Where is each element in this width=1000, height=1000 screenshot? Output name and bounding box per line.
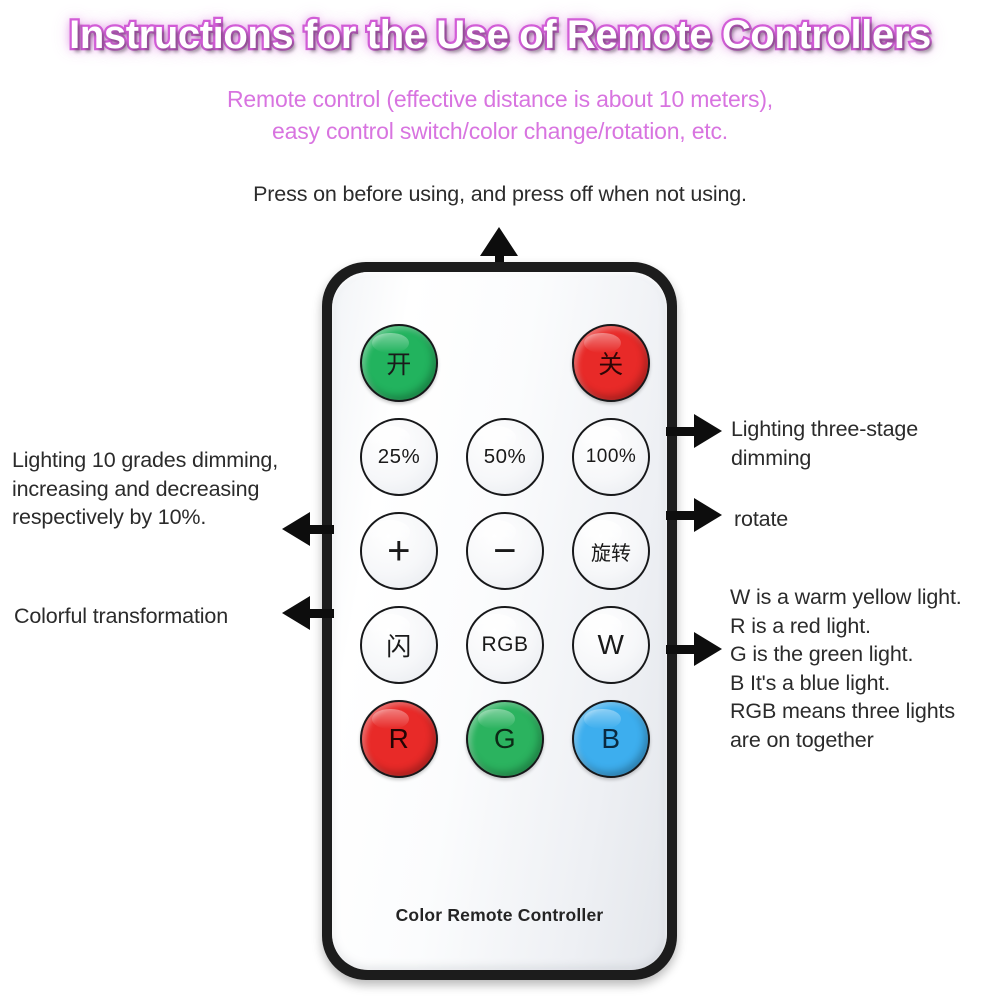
color-legend-line-3: G is the green light. — [730, 642, 914, 667]
subtitle-line-2: easy control switch/color change/rotatio… — [272, 117, 728, 144]
key-brightness-100-label: 100% — [585, 446, 637, 467]
power-arrow-up — [479, 227, 519, 271]
keypad: 开 关 25% 50% 100% — [360, 324, 650, 794]
minus-icon: − — [493, 529, 517, 573]
color-legend-line-2: R is a red light. — [730, 613, 871, 638]
key-power-on[interactable]: 开 — [360, 324, 438, 402]
key-blue[interactable]: B — [572, 700, 650, 778]
arrow-shaft-right-2 — [666, 510, 700, 520]
three-stage-dimming-line-1: Lighting three-stage — [731, 417, 919, 441]
arrow-shaft-right-1 — [666, 426, 700, 436]
color-legend-callout: W is a warm yellow light. R is a red lig… — [730, 583, 998, 755]
key-white[interactable]: W — [572, 606, 650, 684]
arrow-shaft-left-2 — [302, 608, 334, 618]
press-note: Press on before using, and press off whe… — [253, 182, 747, 206]
color-legend-line-1: W is a warm yellow light. — [730, 585, 962, 609]
arrow-head-right-3 — [694, 632, 722, 666]
key-decrease-brightness[interactable]: − — [466, 512, 544, 590]
color-legend-line-4: B It's a blue light. — [730, 670, 891, 695]
key-brightness-50[interactable]: 50% — [466, 418, 544, 496]
keypad-row-mode: 闪 RGB W — [360, 606, 650, 684]
key-red[interactable]: R — [360, 700, 438, 778]
key-blue-label: B — [601, 723, 621, 754]
arrow-shaft-left-1 — [302, 524, 334, 534]
key-power-off-label: 关 — [598, 350, 624, 379]
keypad-spacer — [466, 324, 544, 402]
dimming-steps-callout: Lighting 10 grades dimming, increasing a… — [12, 446, 280, 532]
key-brightness-50-label: 50% — [483, 445, 527, 468]
key-white-label: W — [597, 629, 625, 660]
remote-face: 开 关 25% 50% 100% — [332, 272, 667, 970]
key-green[interactable]: G — [466, 700, 544, 778]
key-increase-brightness[interactable]: + — [360, 512, 438, 590]
rotate-arrow — [666, 498, 722, 532]
key-power-on-label: 开 — [386, 350, 412, 379]
dimming-steps-arrow — [282, 512, 334, 546]
arrow-shaft-right-3 — [666, 644, 700, 654]
dimming-steps-line-1: Lighting 10 grades dimming, — [12, 448, 279, 472]
three-stage-dimming-line-2: dimming — [731, 445, 812, 470]
dimming-steps-line-3: respectively by 10%. — [12, 505, 207, 530]
color-legend-arrow — [666, 632, 722, 666]
key-brightness-100[interactable]: 100% — [572, 418, 650, 496]
key-rotate-label: 旋转 — [591, 540, 631, 565]
rotate-callout: rotate — [734, 505, 974, 534]
subtitle: Remote control (effective distance is ab… — [0, 84, 1000, 147]
dimming-steps-line-2: increasing and decreasing — [12, 476, 260, 501]
keypad-row-adjust: + − 旋转 — [360, 512, 650, 590]
key-brightness-25-label: 25% — [377, 445, 421, 468]
subtitle-line-1: Remote control (effective distance is ab… — [227, 86, 773, 112]
keypad-row-power: 开 关 — [360, 324, 650, 402]
three-stage-dimming-arrow — [666, 414, 722, 448]
key-red-label: R — [388, 723, 410, 754]
keypad-row-dimming: 25% 50% 100% — [360, 418, 650, 496]
key-flash[interactable]: 闪 — [360, 606, 438, 684]
plus-icon: + — [387, 529, 411, 573]
key-green-label: G — [493, 723, 517, 754]
page-title: Instructions for the Use of Remote Contr… — [67, 12, 934, 59]
color-legend-line-5: RGB means three lights — [730, 699, 955, 724]
colorful-transformation-arrow — [282, 596, 334, 630]
key-rotate[interactable]: 旋转 — [572, 512, 650, 590]
key-rgb-label: RGB — [481, 633, 529, 656]
arrow-shaft-up — [494, 251, 504, 271]
key-rgb[interactable]: RGB — [466, 606, 544, 684]
key-brightness-25[interactable]: 25% — [360, 418, 438, 496]
color-legend-line-6: are on together — [730, 727, 874, 752]
arrow-head-right-2 — [694, 498, 722, 532]
colorful-transformation-line-1: Colorful transformation — [14, 604, 229, 628]
key-power-off[interactable]: 关 — [572, 324, 650, 402]
keypad-row-color: R G B — [360, 700, 650, 778]
remote-brand-label: Color Remote Controller — [395, 905, 604, 925]
rotate-line-1: rotate — [734, 507, 789, 531]
key-flash-label: 闪 — [386, 632, 412, 661]
colorful-transformation-callout: Colorful transformation — [14, 602, 276, 631]
three-stage-dimming-callout: Lighting three-stage dimming — [731, 415, 991, 472]
arrow-head-right-1 — [694, 414, 722, 448]
remote-control-body: 开 关 25% 50% 100% — [322, 262, 677, 980]
